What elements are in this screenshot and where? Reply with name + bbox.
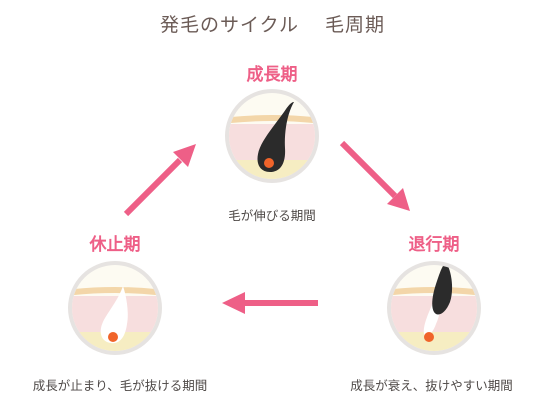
diagram-title: 発毛のサイクル 毛周期 bbox=[0, 10, 545, 37]
title-sub: 毛周期 bbox=[325, 14, 386, 36]
phase-caption-telogen: 成長が止まり、毛が抜ける期間 bbox=[32, 378, 208, 393]
phase-label-anagen: 成長期 bbox=[246, 65, 298, 85]
title-main: 発毛のサイクル bbox=[159, 14, 300, 36]
arrow-catagen-to-telogen bbox=[222, 292, 318, 314]
arrow-telogen-to-anagen bbox=[123, 144, 196, 217]
phase-caption-anagen: 毛が伸びる期間 bbox=[228, 208, 316, 223]
follicle-illustration-telogen bbox=[65, 258, 165, 358]
phase-label-catagen: 退行期 bbox=[408, 235, 460, 255]
phase-caption-catagen: 成長が衰え、抜けやすい期間 bbox=[350, 378, 513, 393]
phase-label-telogen: 休止期 bbox=[89, 235, 141, 255]
follicle-illustration-anagen bbox=[222, 86, 322, 186]
follicle-illustration-catagen bbox=[384, 258, 484, 358]
arrow-anagen-to-catagen bbox=[339, 140, 410, 211]
